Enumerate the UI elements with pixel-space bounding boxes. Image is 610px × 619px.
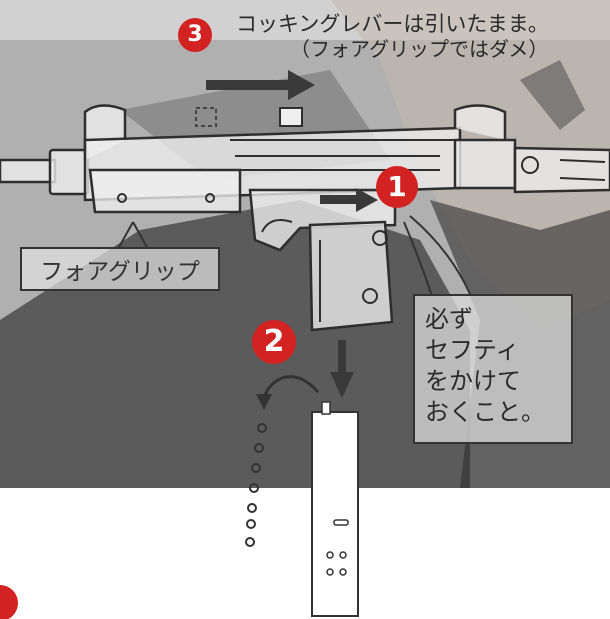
foregrip-label-box: フォアグリップ — [20, 247, 220, 291]
rear-cap — [453, 138, 517, 190]
safety-pointer — [403, 215, 471, 297]
ejected-rounds — [245, 423, 267, 547]
foregrip-pointer — [117, 221, 149, 250]
pistol-grip — [308, 220, 394, 332]
arrow-safety — [320, 188, 378, 212]
barrel — [0, 158, 57, 184]
barrel-nut — [48, 148, 90, 196]
arrow-eject-rounds — [256, 375, 320, 410]
safety-note-box: 必ず セフティ をかけて おくこと。 — [413, 294, 573, 444]
foregrip-label: フォアグリップ — [40, 259, 200, 285]
arrow-magazine-down — [330, 340, 354, 398]
arrow-pull-lever — [206, 70, 315, 100]
step-3-caption: コッキングレバーは引いたまま。 （フォアグリップではダメ） — [236, 12, 549, 62]
magazine — [311, 401, 359, 617]
safety-note-line4: おくこと。 — [425, 398, 545, 426]
safety-note-line3: をかけて — [425, 367, 521, 395]
safety-note-line2: セフティ — [425, 336, 520, 364]
foregrip — [88, 168, 242, 214]
step-2-marker: 2 — [252, 320, 296, 364]
safety-note-line1: 必ず — [425, 305, 473, 333]
gun-outline — [0, 104, 610, 332]
step-3-caption-line1: コッキングレバーは引いたまま。 — [236, 12, 549, 36]
step-4-marker — [0, 585, 18, 619]
rear-sight — [453, 104, 507, 140]
step-3-caption-line2: （フォアグリップではダメ） — [290, 37, 549, 61]
cocking-knob — [195, 107, 303, 127]
folding-stock — [513, 146, 610, 194]
step-3-marker: 3 — [178, 18, 212, 52]
step-1-marker: 1 — [376, 166, 418, 208]
